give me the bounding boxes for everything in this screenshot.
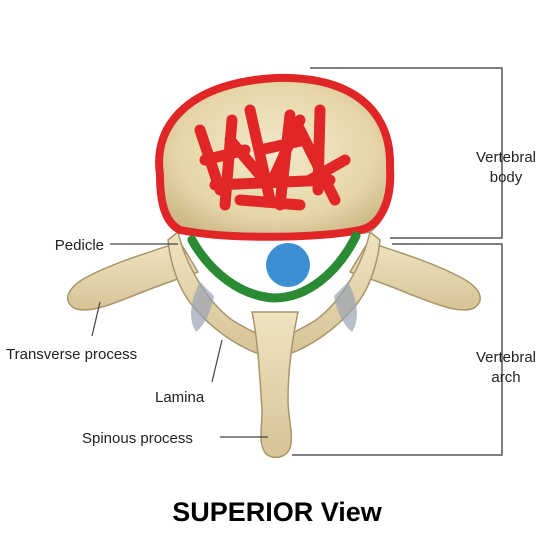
label-pedicle: Pedicle xyxy=(55,237,104,254)
label-vertebral-arch-line2: arch xyxy=(491,369,520,386)
vertebral-arch-bone xyxy=(66,230,481,459)
label-vertebral-arch-line1: Vertebral xyxy=(476,349,536,366)
label-vertebral-body-line2: body xyxy=(490,169,523,186)
blue-annotation-dot xyxy=(266,243,310,287)
right-transverse-process xyxy=(348,241,481,311)
vertebral-arch-bracket xyxy=(292,243,503,456)
view-title: SUPERIOR View xyxy=(172,497,382,527)
vertebral-body-bracket xyxy=(310,67,503,239)
left-transverse-process xyxy=(66,241,200,311)
label-transverse-process: Transverse process xyxy=(6,346,137,363)
leader-lines xyxy=(91,243,268,438)
red-annotation xyxy=(155,73,395,241)
label-spinous-process: Spinous process xyxy=(82,430,193,447)
label-vertebral-body-line1: Vertebral xyxy=(476,149,536,166)
left-articular-facet xyxy=(191,282,214,332)
spinous-process xyxy=(251,311,299,459)
green-annotation xyxy=(187,231,361,303)
label-lamina: Lamina xyxy=(155,389,205,406)
right-articular-facet xyxy=(334,282,357,332)
